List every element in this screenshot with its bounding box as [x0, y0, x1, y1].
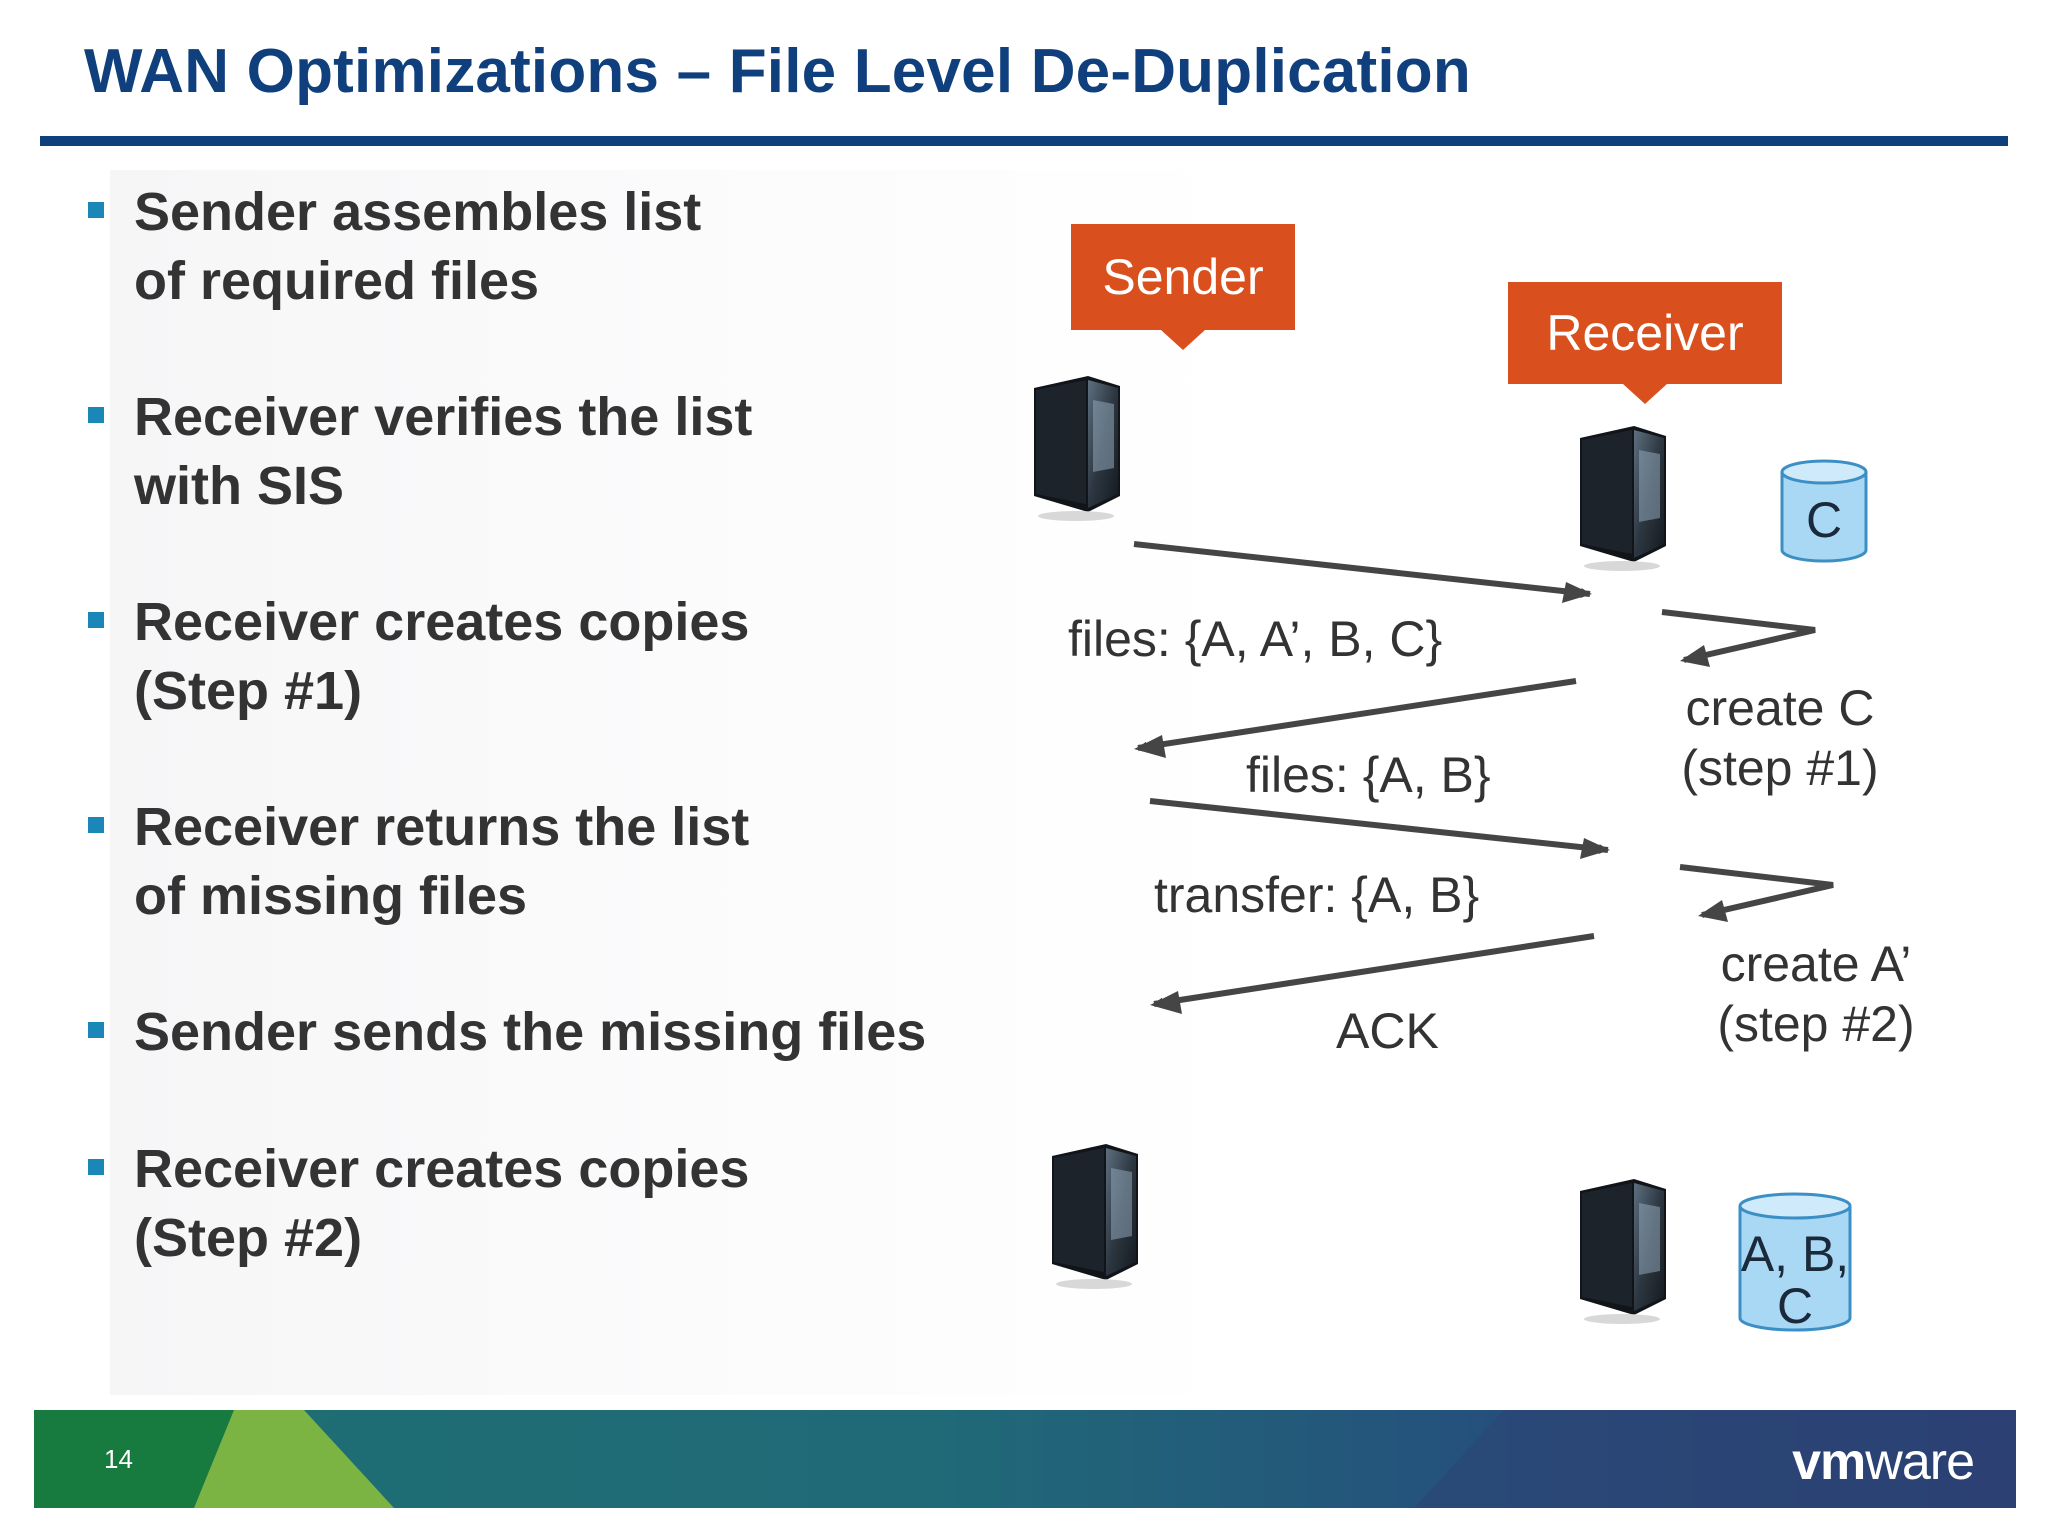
sender-label: Sender — [1102, 249, 1264, 305]
bullet-marker — [88, 1159, 104, 1175]
bullet-item: Receiver creates copies (Step #1) — [88, 588, 988, 726]
arrowhead — [1580, 838, 1610, 859]
logo-vm: vm — [1792, 1433, 1866, 1491]
sender-server-icon — [1034, 376, 1120, 521]
message-files-request: files: {A, A’, B, C} — [1068, 611, 1443, 667]
title-divider — [40, 136, 2008, 146]
bullet-marker — [88, 202, 104, 218]
message-missing-list: files: {A, B} — [1246, 747, 1491, 803]
bullet-marker — [88, 612, 104, 628]
arrowhead — [1562, 582, 1592, 603]
receiver-label: Receiver — [1546, 305, 1744, 361]
bullet-item: Sender assembles list of required files — [88, 178, 988, 316]
storage-before-label: C — [1805, 492, 1843, 548]
database-icon — [1738, 1192, 1852, 1332]
bullet-text: Receiver creates copies (Step #2) — [134, 1139, 750, 1268]
bullet-marker — [88, 407, 104, 423]
bullet-marker — [88, 817, 104, 833]
arrow-transfer — [1149, 798, 1609, 855]
arrow-ack — [1153, 933, 1595, 1008]
receiver-server-icon — [1580, 426, 1666, 571]
bullet-marker — [88, 1022, 104, 1038]
bullet-item: Receiver creates copies (Step #2) — [88, 1135, 988, 1273]
bullet-item: Sender sends the missing files — [88, 998, 988, 1067]
bullet-text: Sender assembles list of required files — [134, 182, 702, 311]
arrow-self-step1 — [1661, 609, 1816, 663]
arrow-files-request — [1133, 541, 1591, 598]
arrow-missing-list — [1137, 678, 1577, 752]
bullet-text: Receiver returns the list of missing fil… — [134, 797, 750, 926]
arrowhead — [1680, 645, 1710, 667]
logo-ware: ware — [1865, 1433, 1975, 1491]
vmware-logo: vmware — [1792, 1432, 1975, 1492]
sender-callout: Sender — [1071, 224, 1295, 350]
step1-note: create C (step #1) — [1681, 680, 1879, 796]
message-ack: ACK — [1336, 1003, 1439, 1059]
footer-band: 14 vmware — [34, 1410, 2016, 1508]
page-number: 14 — [104, 1444, 133, 1474]
bullet-item: Receiver verifies the list with SIS — [88, 383, 988, 521]
arrowhead — [1150, 991, 1182, 1014]
bullet-item: Receiver returns the list of missing fil… — [88, 793, 988, 931]
bullet-text: Sender sends the missing files — [134, 1002, 927, 1062]
receiver-callout: Receiver — [1508, 282, 1782, 404]
storage-after: A, B, C — [1738, 1192, 1852, 1334]
step2-note: create A’ (step #2) — [1717, 936, 1915, 1052]
arrowhead — [1134, 735, 1166, 758]
receiver-server-icon — [1580, 1179, 1666, 1324]
message-transfer: transfer: {A, B} — [1154, 867, 1480, 923]
storage-before: C — [1780, 458, 1868, 564]
database-icon — [1780, 459, 1868, 563]
bullet-text: Receiver creates copies (Step #1) — [134, 592, 750, 721]
sender-server-icon — [1052, 1144, 1138, 1289]
footer-decoration — [34, 1410, 2016, 1508]
arrow-self-step2 — [1679, 864, 1834, 918]
storage-after-label: A, B, C — [1740, 1226, 1850, 1334]
slide-title: WAN Optimizations – File Level De-Duplic… — [84, 37, 1471, 106]
bullet-text: Receiver verifies the list with SIS — [134, 387, 753, 516]
arrowhead — [1698, 900, 1728, 922]
